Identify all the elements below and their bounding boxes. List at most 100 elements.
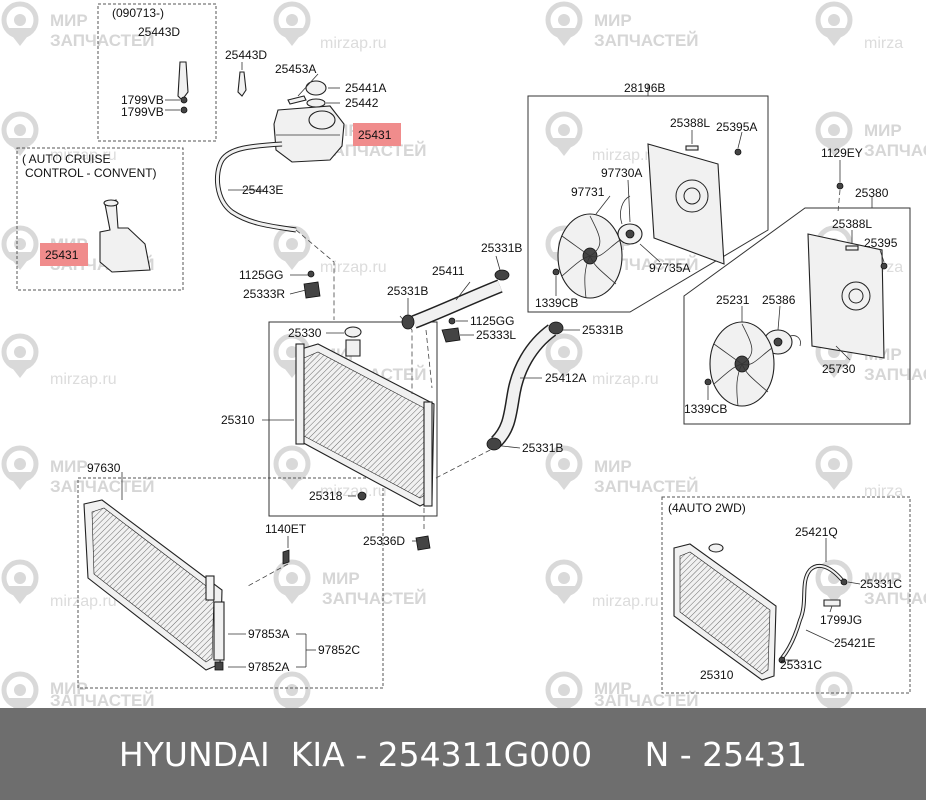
receiver-drier-97853A <box>213 601 225 661</box>
hose-25443D-small <box>177 61 189 101</box>
footer-bar: HYUNDAI KIA - 254311G000 N - 25431 <box>0 708 926 800</box>
label-25443D-b: 25443D <box>225 48 267 62</box>
group-box-condenser <box>77 477 384 689</box>
clamp-25331C-b <box>778 656 786 664</box>
nut-1339CB-b <box>704 378 712 386</box>
hose-25443E-inner <box>215 142 297 232</box>
watermark-url: mirzap.ru <box>320 259 387 276</box>
radiator-box-25310 <box>268 321 438 517</box>
label-auto-cruise-2: CONTROL - CONVENT) <box>25 166 157 180</box>
footer-n-number: N - 25431 <box>644 734 808 774</box>
label-28196B: 28196B <box>624 81 665 95</box>
watermark-url: mirzap.ru <box>50 371 117 388</box>
label-25310-b: 25310 <box>700 668 734 682</box>
label-auto-cruise-1: ( AUTO CRUISE <box>22 152 110 166</box>
reservoir-25431-cruise <box>99 199 151 273</box>
footer-brand: HYUNDAI KIA <box>118 734 345 774</box>
label-97731: 97731 <box>571 185 605 199</box>
dash-line <box>425 329 433 389</box>
watermark-text: МИР <box>594 679 632 698</box>
label-25395A: 25395A <box>716 120 757 134</box>
reservoir-25431-main <box>273 105 345 163</box>
label-25336D: 25336D <box>363 534 405 548</box>
label-25441A: 25441A <box>345 81 386 95</box>
dash-line <box>295 229 335 320</box>
label-1799VB-a: 1799VB <box>121 93 164 107</box>
label-25395: 25395 <box>864 236 898 250</box>
label-25331B-b: 25331B <box>387 284 428 298</box>
label-25443D-a: 25443D <box>138 25 180 39</box>
label-97735A: 97735A <box>649 261 690 275</box>
fan-97731 <box>557 213 623 299</box>
group-box-090713 <box>97 3 217 142</box>
cap-25330 <box>344 326 362 338</box>
label-25411: 25411 <box>432 264 465 278</box>
label-1339CB-a: 1339CB <box>535 296 578 310</box>
clip-1799JG <box>823 599 841 607</box>
drain-plug-25318 <box>357 491 367 501</box>
hose-25412A-inner <box>491 325 556 446</box>
watermark-text: МИР <box>864 569 902 588</box>
bolt-1125GG-b <box>448 317 456 325</box>
fan-25231 <box>709 321 775 407</box>
clip-1799VB-a <box>180 96 188 104</box>
tube-25453A <box>287 95 307 105</box>
watermark-text: МИР <box>50 679 88 698</box>
label-97852C: 97852C <box>318 643 360 657</box>
label-25421E: 25421E <box>834 636 875 650</box>
condenser-97630 <box>83 499 223 671</box>
clamp-25331B-d <box>486 437 502 451</box>
label-25310-main: 25310 <box>221 413 255 427</box>
label-4auto-2wd: (4AUTO 2WD) <box>668 501 746 515</box>
label-1799JG: 1799JG <box>820 613 862 627</box>
watermark-url: mirzap.ru <box>592 371 659 388</box>
watermark-text: ЗАПЧАСТЕЙ <box>594 691 699 708</box>
radiator-25310-4auto <box>673 543 777 681</box>
label-25318: 25318 <box>309 489 343 503</box>
watermark-text: МИР <box>322 569 360 588</box>
hose-25421Q-inner <box>781 564 843 659</box>
label-25386: 25386 <box>762 293 796 307</box>
clamp-25331B-b <box>494 269 510 281</box>
watermark-text: МИР <box>864 121 902 140</box>
hose-25443D <box>237 71 247 97</box>
cap-25441A <box>305 80 327 96</box>
label-25331B-d: 25331B <box>522 441 563 455</box>
bolt-1140ET <box>282 549 290 565</box>
watermark-url: mirzap.ru <box>320 35 387 52</box>
label-25380: 25380 <box>855 186 889 200</box>
hose-25411-inner <box>412 280 503 328</box>
label-25331C-a: 25331C <box>860 577 902 591</box>
watermark-text: ЗАПЧАСТЕЙ <box>50 477 155 496</box>
clamp-25331B-a <box>401 314 415 330</box>
label-25231: 25231 <box>716 293 750 307</box>
label-1129EY: 1129EY <box>821 146 863 160</box>
watermark-url: mirza <box>864 35 903 52</box>
label-97630: 97630 <box>87 461 121 475</box>
ring-25442 <box>306 98 326 108</box>
parts-diagram: МИР ЗАПЧАСТЕЙ МИР ЗАПЧАСТЕЙ mirzap.ru mi… <box>0 0 926 708</box>
watermark-url: mirza <box>864 483 903 500</box>
motor-97730A <box>617 195 643 245</box>
label-group-090713: (090713-) <box>112 6 164 20</box>
watermark-url: mirzap.ru <box>50 147 117 164</box>
watermark-text: ЗАПЧАСТЕЙ <box>594 477 699 496</box>
label-1140ET: 1140ET <box>265 522 307 536</box>
watermark-url: mirzap.ru <box>592 593 659 610</box>
clamp-25331B-c <box>548 321 564 335</box>
clip-25333R <box>303 281 321 299</box>
label-25331B-c: 25331B <box>582 323 623 337</box>
plate-25388L-b <box>845 245 859 251</box>
clamp-25331C-a <box>840 578 848 586</box>
label-97853A: 97853A <box>248 627 289 641</box>
fan-shroud-box-28196B <box>527 95 769 313</box>
label-25333R: 25333R <box>243 287 285 301</box>
watermark-text: ЗАПЧАСТЕЙ <box>864 589 926 608</box>
watermark-text: ЗАПЧАСТЕЙ <box>322 589 427 608</box>
radiator-25310 <box>295 326 435 507</box>
label-25388L-a: 25388L <box>670 116 710 130</box>
label-25330: 25330 <box>288 326 322 340</box>
bolt-25395A <box>734 148 742 156</box>
group-box-auto-cruise <box>16 147 184 291</box>
watermark-text: МИР <box>594 457 632 476</box>
